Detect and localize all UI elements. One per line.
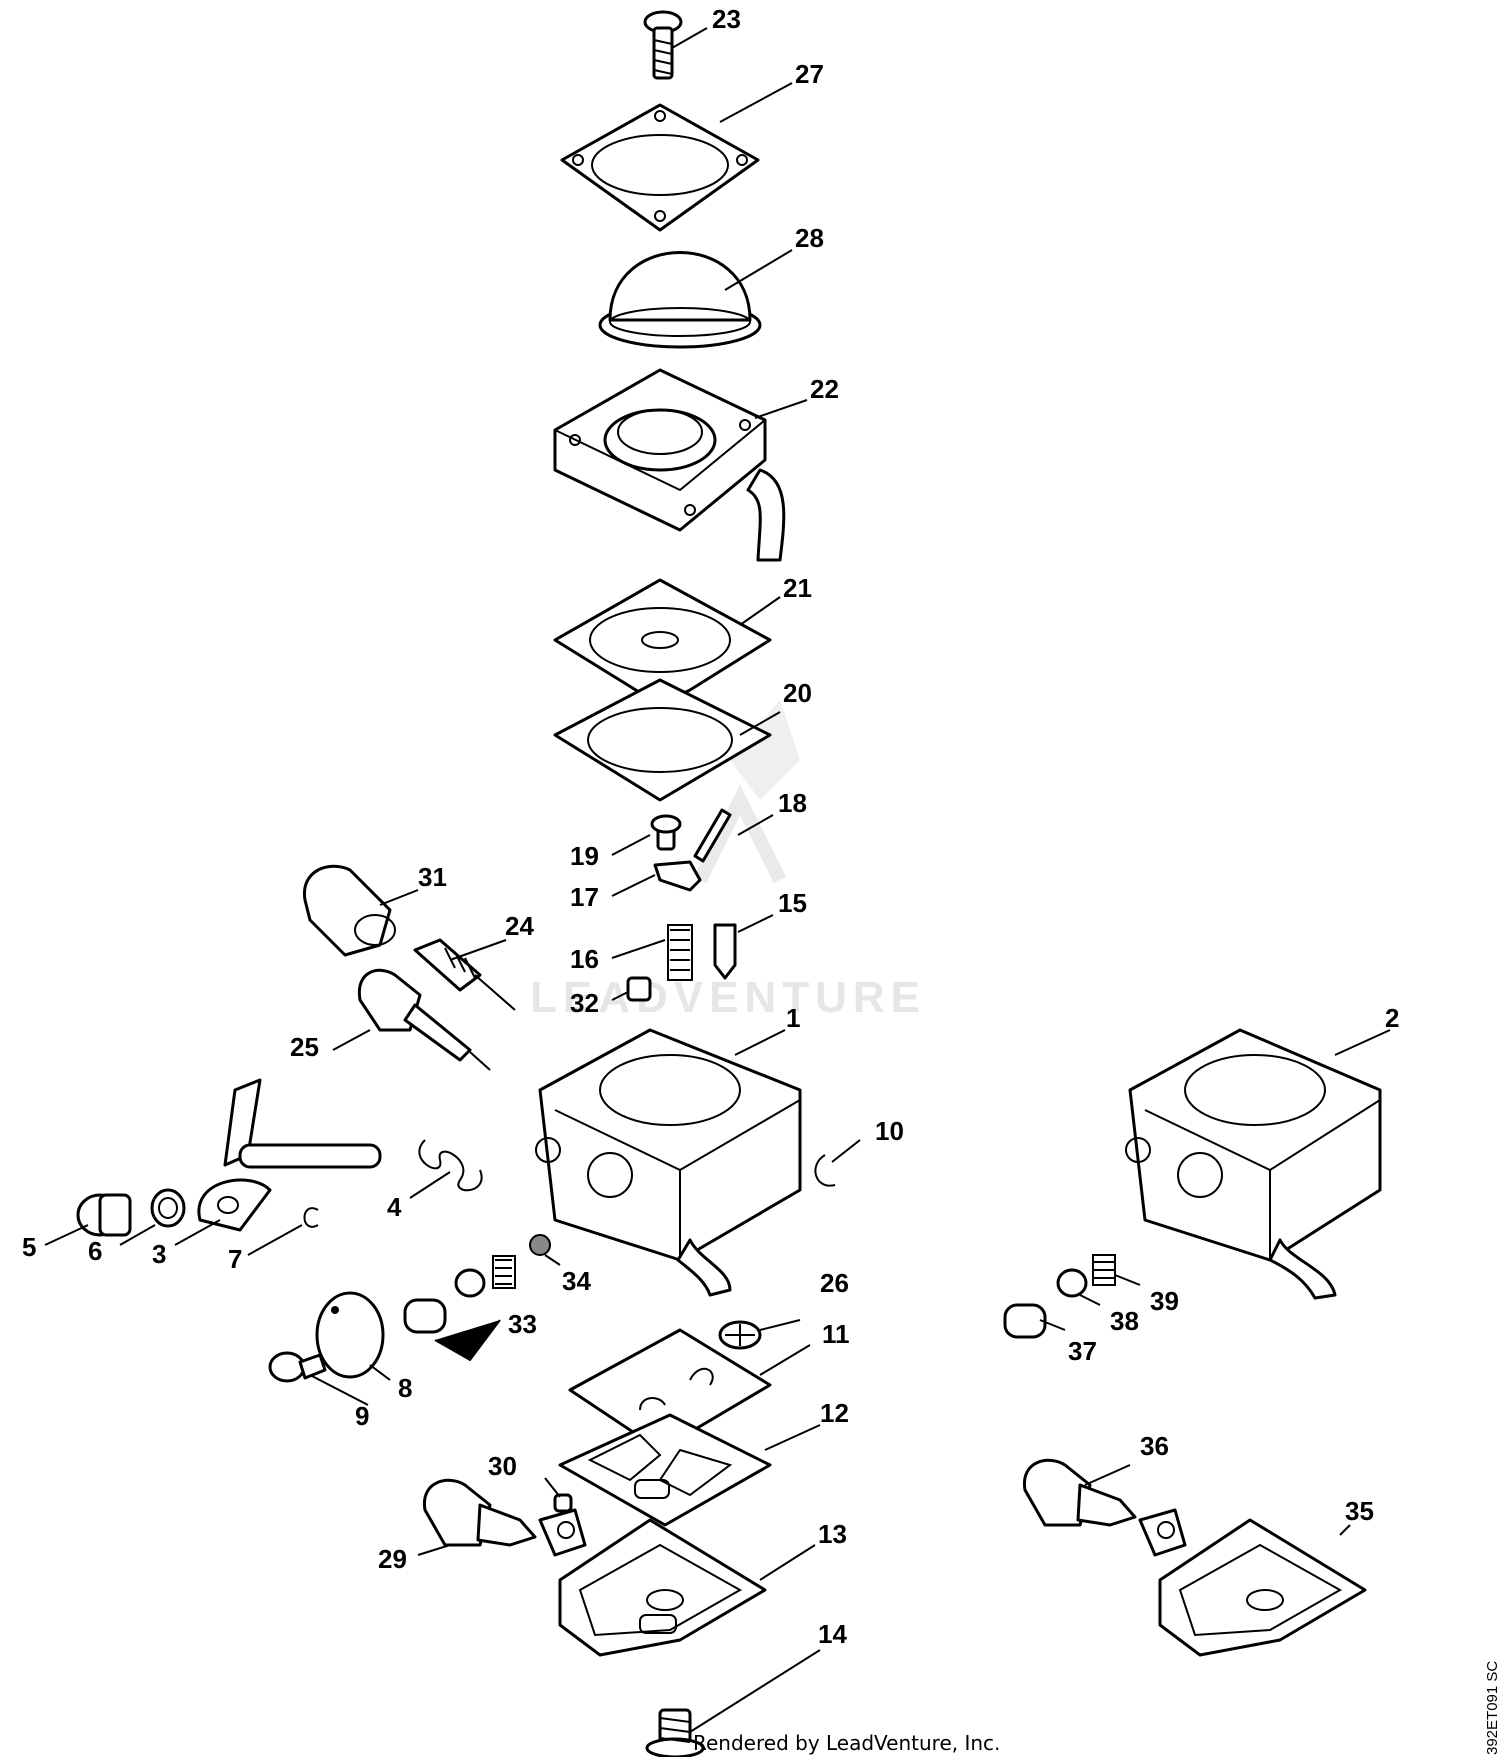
part-3-throttle-shaft: [197, 1078, 382, 1232]
callout-15: 15: [778, 888, 807, 918]
callout-27: 27: [795, 59, 824, 89]
callout-8: 8: [398, 1373, 412, 1403]
callout-26: 26: [820, 1268, 849, 1298]
part-30-pin: [553, 1493, 573, 1513]
callout-35: 35: [1345, 1496, 1374, 1526]
callout-39: 39: [1150, 1286, 1179, 1316]
part-26-screen: [718, 1320, 762, 1350]
part-12-gasket: [558, 1413, 772, 1527]
callout-labels: 23 27 28 22 21 20 18 19 17 15 16 32 31 2…: [22, 4, 1399, 1649]
callout-19: 19: [570, 841, 599, 871]
part-1-carburetor-body: [535, 1028, 802, 1297]
part-13-metering-cover: [538, 1508, 767, 1657]
callout-13: 13: [818, 1519, 847, 1549]
callout-38: 38: [1110, 1306, 1139, 1336]
part-9-screw: [268, 1351, 327, 1383]
figure-code: 392ET091 SC: [1484, 1661, 1500, 1755]
callout-9: 9: [355, 1401, 369, 1431]
part-4-spring: [418, 1139, 483, 1192]
callout-5: 5: [22, 1232, 36, 1262]
callout-17: 17: [570, 882, 599, 912]
part-36-adjust-screw: [1023, 1458, 1137, 1527]
part-29-adjust-screw: [423, 1478, 537, 1547]
callout-6: 6: [88, 1236, 102, 1266]
part-14-screw: [645, 1708, 705, 1757]
watermark-text: LEADVENTURE: [530, 973, 926, 1022]
part-20-gasket: [553, 678, 772, 802]
callout-29: 29: [378, 1544, 407, 1574]
part-10-clip: [814, 1154, 836, 1187]
callout-36: 36: [1140, 1431, 1169, 1461]
callout-20: 20: [783, 678, 812, 708]
part-35-metering-cover: [1138, 1508, 1367, 1657]
callout-33: 33: [508, 1309, 537, 1339]
callout-24: 24: [505, 911, 534, 941]
callout-14: 14: [818, 1619, 847, 1649]
callout-30: 30: [488, 1451, 517, 1481]
part-11-diaphragm: [568, 1328, 772, 1452]
part-31-limiter-cap: [303, 864, 396, 957]
callout-3: 3: [152, 1239, 166, 1269]
callout-1: 1: [786, 1003, 800, 1033]
callout-12: 12: [820, 1398, 849, 1428]
part-23-screw: [643, 10, 683, 80]
part-22-pump-cover: [553, 368, 786, 562]
callout-37: 37: [1068, 1336, 1097, 1366]
part-39-spring: [1092, 1254, 1116, 1286]
callout-31: 31: [418, 862, 447, 892]
callout-18: 18: [778, 788, 807, 818]
watermark: LEADVENTURE: [530, 700, 926, 1022]
callout-28: 28: [795, 223, 824, 253]
callout-11: 11: [822, 1319, 850, 1349]
part-33-plug-kit: [403, 1255, 516, 1362]
callout-21: 21: [783, 573, 812, 603]
callout-16: 16: [570, 944, 599, 974]
callout-2: 2: [1385, 1003, 1399, 1033]
part-5-nut: [76, 1193, 132, 1237]
callout-25: 25: [290, 1032, 319, 1062]
part-27-gasket: [560, 103, 760, 232]
part-25-adjust-screw: [357, 968, 491, 1071]
part-6-washer: [150, 1188, 186, 1228]
part-28-primer-bulb: [598, 251, 762, 349]
callout-22: 22: [810, 374, 839, 404]
leader-lines: [44, 27, 1391, 1733]
small-parts-inlet-needle-group: [626, 808, 737, 1002]
part-37-plug: [1003, 1303, 1047, 1339]
part-2-carburetor-body: [1125, 1028, 1382, 1300]
footer-credit: Rendered by LeadVenture, Inc.: [693, 1731, 1000, 1755]
part-24-adjust-screw: [413, 938, 516, 1011]
callout-10: 10: [875, 1116, 904, 1146]
part-8-disk: [315, 1291, 385, 1379]
part-38-oring: [1056, 1268, 1088, 1298]
callout-7: 7: [228, 1244, 242, 1274]
part-7-clip: [303, 1207, 319, 1228]
callout-23: 23: [712, 4, 741, 34]
callout-32: 32: [570, 988, 599, 1018]
callout-4: 4: [387, 1192, 402, 1222]
callout-34: 34: [562, 1266, 591, 1296]
part-34-screen: [529, 1234, 551, 1256]
